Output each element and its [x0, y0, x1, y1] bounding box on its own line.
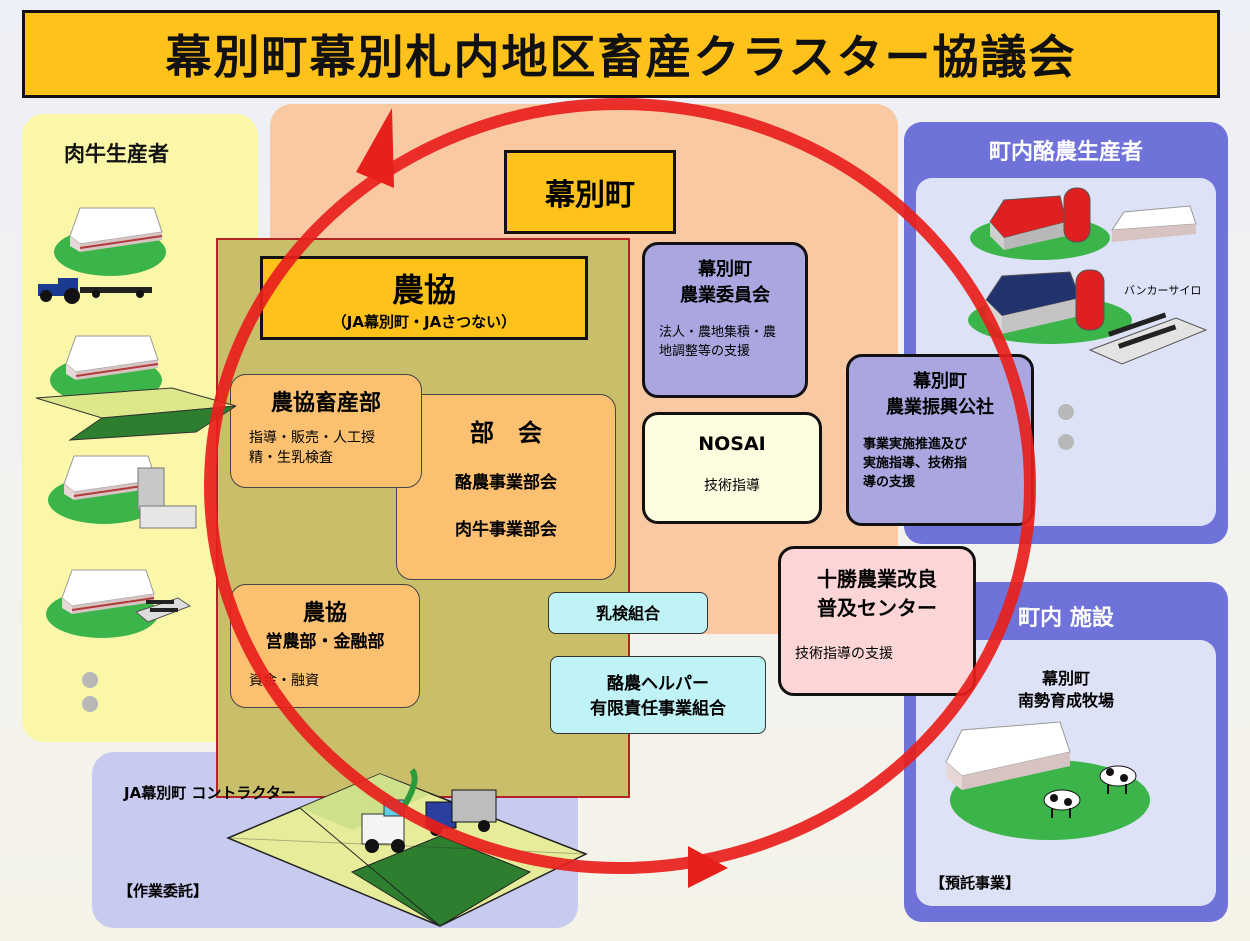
promotion-desc-3: 導の支援	[863, 475, 916, 490]
ja-subtitle: （JA幕別町・JAさつない）	[331, 313, 517, 331]
nosai-title: NOSAI	[698, 433, 766, 455]
tokachi-line1: 十勝農業改良	[817, 567, 937, 591]
ag-committee-box: 幕別町 農業委員会 法人・農地集積・農 地調整等の支援	[642, 242, 808, 398]
facility-name: 幕別町 南勢育成牧場	[916, 668, 1216, 712]
promotion-line2: 農業振興公社	[886, 397, 994, 418]
facility-name-line2: 南勢育成牧場	[1017, 691, 1114, 710]
helper-box: 酪農ヘルパー 有限責任事業組合	[550, 656, 766, 734]
page-title: 幕別町幕別札内地区畜産クラスター協議会	[22, 10, 1220, 98]
ag-committee-line2: 農業委員会	[680, 285, 770, 306]
bukai-title: 部 会	[470, 419, 542, 447]
tokachi-line2: 普及センター	[817, 596, 937, 620]
ja-livestock-desc-1: 指導・販売・人工授	[249, 430, 375, 446]
ja-title: 農協	[391, 271, 456, 309]
bukai-box: 部 会 酪農事業部会 肉牛事業部会	[396, 394, 616, 580]
facility-name-line1: 幕別町	[1041, 669, 1090, 688]
promotion-line1: 幕別町	[913, 371, 967, 392]
ag-committee-desc-2: 地調整等の支援	[659, 344, 751, 359]
town-label: 幕別町	[504, 150, 676, 234]
ag-committee-desc-1: 法人・農地集積・農	[659, 325, 777, 340]
ja-livestock-box: 農協畜産部 指導・販売・人工授 精・生乳検査	[230, 374, 422, 488]
contractor-note: 【作業委託】	[118, 882, 209, 900]
dairy-more-dot-1	[1058, 404, 1074, 420]
contractor-label: JA幕別町 コントラクター	[124, 784, 296, 802]
ja-livestock-desc-2: 精・生乳検査	[249, 450, 333, 466]
milk-test-box: 乳検組合	[548, 592, 708, 634]
promotion-desc-2: 実施指導、技術指	[863, 456, 968, 471]
ja-header-box: 農協 （JA幕別町・JAさつない）	[260, 256, 588, 340]
ag-committee-line1: 幕別町	[698, 259, 752, 280]
ja-finance-title: 農協	[302, 601, 347, 626]
bukai-item-dairy: 酪農事業部会	[455, 473, 557, 493]
helper-line1: 酪農ヘルパー	[607, 674, 709, 694]
dairy-producers-header: 町内酪農生産者	[988, 140, 1143, 165]
ja-finance-box: 農協 営農部・金融部 資金・融資	[230, 584, 420, 708]
bunker-silo-label: バンカーサイロ	[1124, 284, 1202, 297]
dairy-more-dot-2	[1058, 434, 1074, 450]
nosai-desc: 技術指導	[704, 478, 760, 494]
helper-line2: 有限責任事業組合	[590, 699, 726, 719]
promotion-box: 幕別町 農業振興公社 事業実施推進及び 実施指導、技術指 導の支援	[846, 354, 1034, 526]
beef-more-dot-2	[82, 696, 98, 712]
ja-finance-desc: 資金・融資	[249, 673, 319, 689]
beef-more-dot-1	[82, 672, 98, 688]
ja-livestock-title: 農協畜産部	[270, 391, 381, 416]
ja-finance-subtitle: 営農部・金融部	[265, 632, 385, 652]
facility-note: 【預託事業】	[930, 874, 1021, 892]
bukai-item-beef: 肉牛事業部会	[455, 520, 557, 540]
tokachi-desc: 技術指導の支援	[795, 646, 893, 662]
nosai-box: NOSAI 技術指導	[642, 412, 822, 524]
beef-producers-header: 肉牛生産者	[64, 142, 169, 166]
promotion-desc-1: 事業実施推進及び	[863, 437, 968, 452]
